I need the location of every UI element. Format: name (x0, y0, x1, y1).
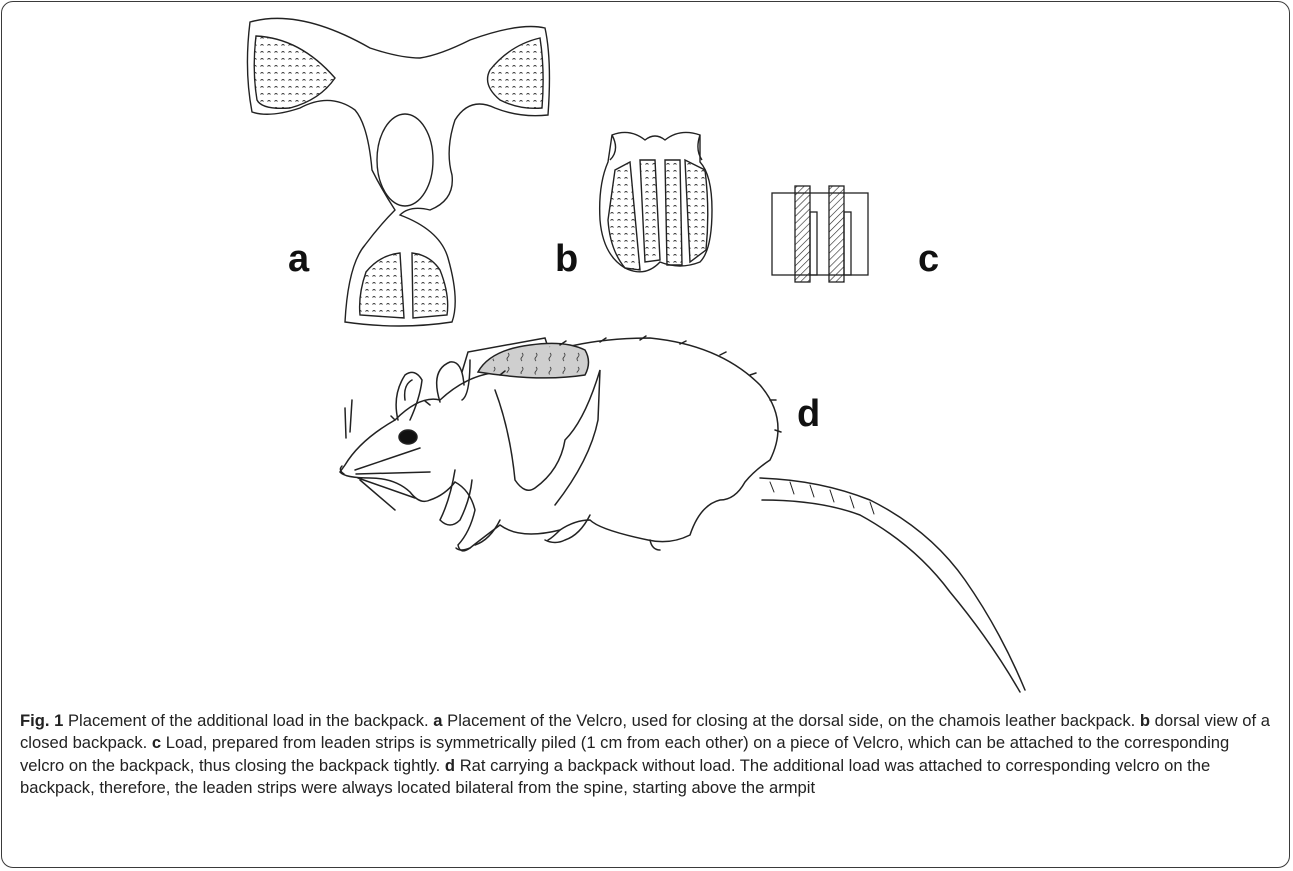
figure-illustration (0, 0, 1293, 700)
panel-a-label: a (288, 240, 309, 278)
caption-a-label: a (433, 711, 442, 730)
panel-d-rat-drawing (340, 336, 1025, 692)
caption-a-text: Placement of the Velcro, used for closin… (447, 711, 1135, 730)
caption-d-label: d (445, 756, 455, 775)
figure-caption: Fig. 1 Placement of the additional load … (20, 710, 1275, 800)
panel-d-label: d (797, 395, 820, 433)
panel-c-load-strips-drawing (772, 186, 868, 282)
caption-figure-label: Fig. 1 (20, 711, 63, 730)
panel-b-label: b (555, 240, 578, 278)
caption-title: Placement of the additional load in the … (68, 711, 429, 730)
panel-b-closed-backpack-drawing (600, 132, 712, 271)
panel-c-label: c (918, 240, 939, 278)
caption-b-label: b (1140, 711, 1150, 730)
caption-c-label: c (152, 733, 161, 752)
